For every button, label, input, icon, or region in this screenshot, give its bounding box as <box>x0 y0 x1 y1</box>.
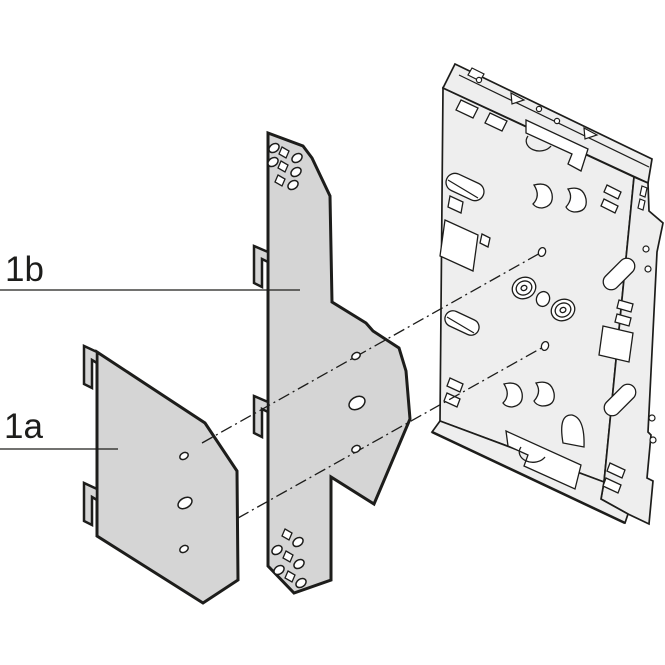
assembly-axis-lower <box>237 345 546 519</box>
plate-1b-hole-cluster-bottom <box>271 528 307 589</box>
tray-pivot-boss <box>511 276 537 300</box>
plate-1a-hole <box>179 451 189 461</box>
plate-1a <box>82 344 240 605</box>
tray-alignment-hole <box>537 246 547 258</box>
tray-cutout-flap-bottom <box>505 429 582 490</box>
plate-1a-body <box>95 349 240 605</box>
tray-flap-arc <box>518 446 546 463</box>
plate-1b-hole-cluster-top <box>267 142 303 191</box>
tray-cutout-trapezoid <box>447 195 464 214</box>
plate-1b-tab-bottom <box>252 394 270 440</box>
tray-cutout-slot <box>444 310 480 336</box>
plate-1b-hole-small <box>351 351 361 361</box>
tray-cutout-slot-small <box>614 313 632 327</box>
tray-cutout-arch <box>561 414 585 448</box>
tray-cutout-window <box>439 219 479 272</box>
tray-rim-hole <box>553 117 561 125</box>
tray-alignment-hole <box>540 340 550 352</box>
tray-bottom-edge <box>431 430 626 525</box>
tray-slot-fold-line <box>447 179 479 199</box>
tray-cutout-slot-small <box>602 477 622 494</box>
tray-pivot-boss <box>550 298 576 322</box>
tray-wall-hole <box>644 265 652 273</box>
plate-1b <box>252 130 412 595</box>
plate-1a-hole-large <box>177 496 193 510</box>
tray-wall-bar <box>637 198 646 211</box>
plate-1a-hole <box>179 544 189 554</box>
callout-1a: 1a <box>0 407 118 450</box>
tray-cutout-slot-small <box>443 392 461 408</box>
tray-wall-hole <box>642 245 650 253</box>
tray-rim-notch <box>583 126 599 140</box>
assembly-axis-upper <box>201 251 543 444</box>
tray-wall-bar <box>639 185 648 198</box>
tray-cutout-diamond <box>484 112 508 132</box>
plate-1a-tab-bottom <box>82 481 99 528</box>
tray-wall-hole <box>648 414 656 422</box>
plate-1a-tab-top <box>82 344 99 391</box>
callout-1b-label: 1b <box>5 250 44 289</box>
tray-cutout-flap-top <box>525 118 589 172</box>
tray-cutout-square-small <box>479 233 491 248</box>
tray-cutout-pie <box>532 183 553 209</box>
tray-cutout-slot <box>603 383 637 417</box>
tray-cutout-slot-small <box>603 184 622 200</box>
tray-rim-notch <box>510 91 526 105</box>
tray-cutout-pie <box>502 382 523 408</box>
tray-cutout-slot-small <box>606 462 626 479</box>
splice-tray <box>430 62 664 526</box>
plate-1b-tab-top <box>252 244 270 290</box>
plate-1b-hole-large <box>348 395 366 411</box>
tray-cutout-pie <box>565 187 587 213</box>
tray-cutout-diamond <box>455 99 479 119</box>
tray-cutout-slot <box>602 257 636 291</box>
tray-cutout-slot-small <box>600 198 619 214</box>
callout-1b: 1b <box>0 250 300 291</box>
plate-1b-body <box>266 130 412 595</box>
tray-cutout-square <box>598 325 634 363</box>
tray-rim-hole <box>535 105 543 113</box>
tray-cutout-slot-small <box>616 299 634 313</box>
tray-center-hole <box>535 290 551 308</box>
plate-1b-hole-small <box>351 444 361 454</box>
tray-cutout-pie <box>533 381 555 407</box>
tray-slot-fold-line <box>446 316 475 334</box>
tray-rim-hole <box>475 76 483 84</box>
tray-wall-hole <box>649 436 657 444</box>
tray-cutout-slot-small <box>446 377 464 393</box>
tray-flap-arc <box>525 135 552 152</box>
tray-cutout-slot <box>445 172 485 202</box>
callout-1a-label: 1a <box>4 407 43 446</box>
